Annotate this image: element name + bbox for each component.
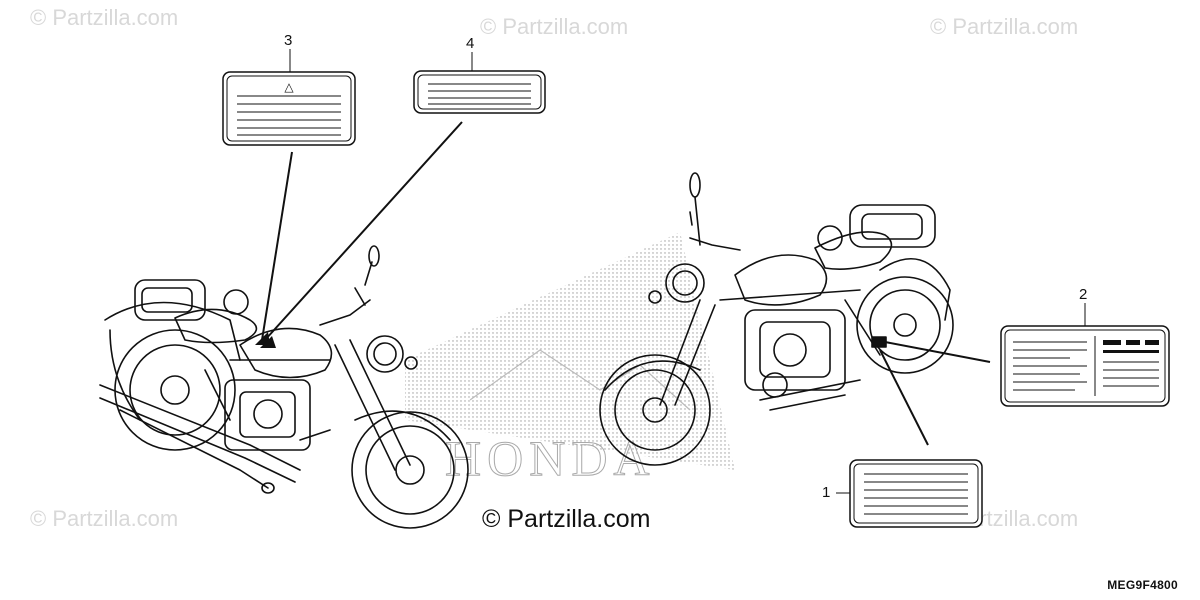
diagram-code: MEG9F4800 <box>1107 578 1178 592</box>
warning-triangle-icon: △ <box>284 80 294 94</box>
honda-wing-logo <box>469 349 691 411</box>
label-sticker-3: △ <box>222 71 356 146</box>
watermark: © Partzilla.com <box>30 5 179 30</box>
callout-4: 4 <box>466 35 475 52</box>
callout-2: 2 <box>1079 286 1088 303</box>
label-sticker-4 <box>413 70 546 114</box>
right-motorcycle-outline <box>599 172 954 466</box>
watermark: © Partzilla.com <box>30 506 179 531</box>
arrowhead <box>260 336 276 348</box>
left-motorcycle-outline <box>99 245 469 529</box>
watermark: © Partzilla.com <box>930 14 1079 39</box>
copyright-text: © Partzilla.com <box>482 505 651 533</box>
callout-1: 1 <box>822 484 831 501</box>
honda-logo: HONDA <box>445 430 656 486</box>
callout-leader-lines <box>261 49 1086 494</box>
label-sticker-2 <box>1000 325 1170 407</box>
watermark: © Partzilla.com <box>480 14 629 39</box>
label-sticker-1 <box>849 459 983 528</box>
callout-3: 3 <box>284 32 293 49</box>
